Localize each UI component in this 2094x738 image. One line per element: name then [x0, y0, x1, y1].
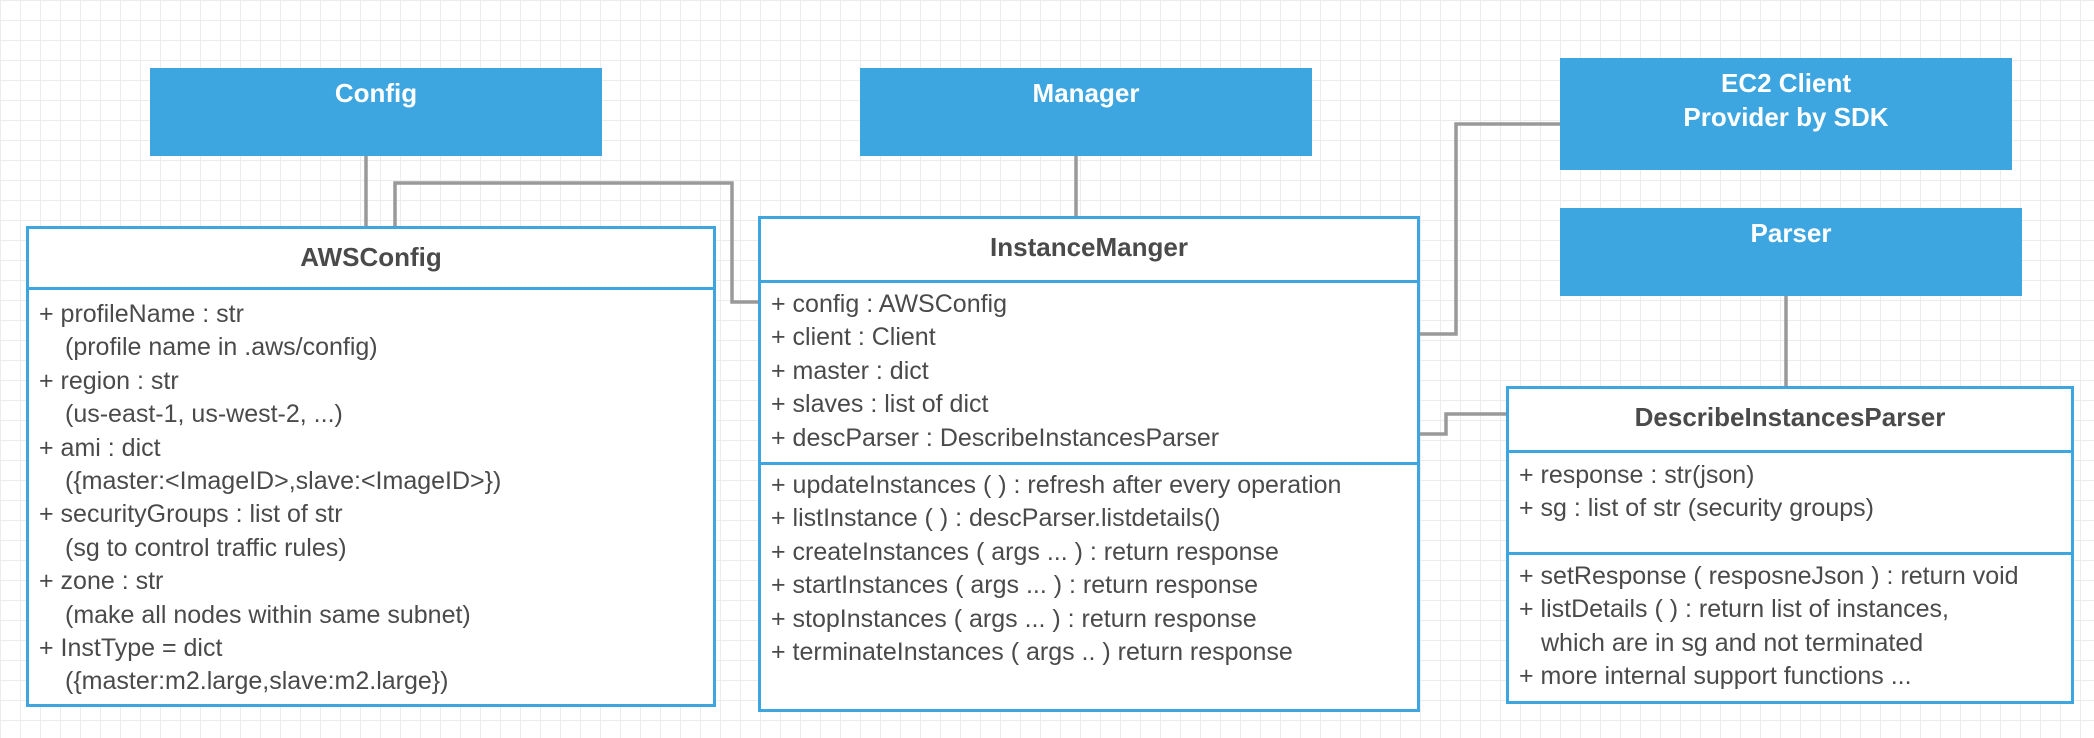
describeparser-methods: + setResponse ( resposneJson ) : return … [1509, 555, 2071, 694]
attribute-row: + client : Client [771, 323, 936, 352]
method-row: + more internal support functions ... [1519, 662, 1912, 691]
connector-awsconfig-instancemanager [393, 181, 762, 304]
method-row: + startInstances ( args ... ) : return r… [771, 571, 1259, 600]
ec2-client-header-line2: Provider by SDK [1683, 102, 1889, 132]
attribute-row: + securityGroups : list of str [39, 500, 343, 529]
method-row: + listInstance ( ) : descParser.listdeta… [771, 504, 1221, 533]
instancemanager-methods: + updateInstances ( ) : refresh after ev… [761, 465, 1417, 669]
describeparser-class[interactable]: DescribeInstancesParser + response : str… [1506, 386, 2074, 704]
method-row: + updateInstances ( ) : refresh after ev… [771, 471, 1342, 499]
instancemanager-attributes: + config : AWSConfig + client : Client +… [761, 283, 1417, 465]
awsconfig-title: AWSConfig [29, 229, 713, 290]
ec2-client-header[interactable]: EC2 Client Provider by SDK [1560, 58, 2012, 170]
method-row: + stopInstances ( args ... ) : return re… [771, 604, 1257, 633]
attribute-row: + ami : dict [39, 433, 161, 462]
attribute-row: + master : dict [771, 356, 929, 385]
describeparser-title: DescribeInstancesParser [1509, 389, 2071, 453]
attribute-row: + config : AWSConfig [771, 290, 1007, 318]
attribute-note: (us-east-1, us-west-2, ...) [65, 400, 343, 429]
attribute-note: (make all nodes within same subnet) [65, 600, 471, 629]
attribute-row: + zone : str [39, 567, 164, 596]
method-note: which are in sg and not terminated [1541, 628, 1924, 657]
attribute-note: (profile name in .aws/config) [65, 333, 378, 362]
ec2-client-header-line1: EC2 Client [1720, 68, 1852, 98]
instancemanager-title: InstanceManger [761, 219, 1417, 283]
method-row: + terminateInstances ( args .. ) return … [771, 638, 1293, 667]
config-header-label: Config [334, 78, 418, 108]
attribute-note: ({master:m2.large,slave:m2.large}) [65, 667, 449, 696]
awsconfig-attributes: + profileName : str (profile name in .aw… [29, 290, 713, 699]
attribute-row: + profileName : str [39, 300, 244, 328]
describeparser-attributes: + response : str(json) + sg : list of st… [1509, 453, 2071, 555]
manager-header-label: Manager [1032, 78, 1140, 108]
parser-header[interactable]: Parser [1560, 208, 2022, 296]
method-row: + listDetails ( ) : return list of insta… [1519, 595, 1950, 624]
attribute-note: (sg to control traffic rules) [65, 533, 347, 562]
attribute-row: + region : str [39, 366, 179, 395]
method-row: + createInstances ( args ... ) : return … [771, 537, 1279, 566]
attribute-row: + descParser : DescribeInstancesParser [771, 423, 1220, 452]
attribute-row: + response : str(json) [1519, 461, 1755, 489]
parser-header-label: Parser [1750, 218, 1832, 248]
awsconfig-class[interactable]: AWSConfig + profileName : str (profile n… [26, 226, 716, 707]
manager-header[interactable]: Manager [860, 68, 1312, 156]
method-row: + setResponse ( resposneJson ) : return … [1519, 562, 2019, 590]
config-header[interactable]: Config [150, 68, 602, 156]
attribute-row: + slaves : list of dict [771, 390, 989, 419]
attribute-row: + InstType = dict [39, 634, 223, 663]
attribute-row: + sg : list of str (security groups) [1519, 494, 1874, 523]
attribute-note: ({master:<ImageID>,slave:<ImageID>}) [65, 467, 502, 496]
instancemanager-class[interactable]: InstanceManger + config : AWSConfig + cl… [758, 216, 1420, 712]
